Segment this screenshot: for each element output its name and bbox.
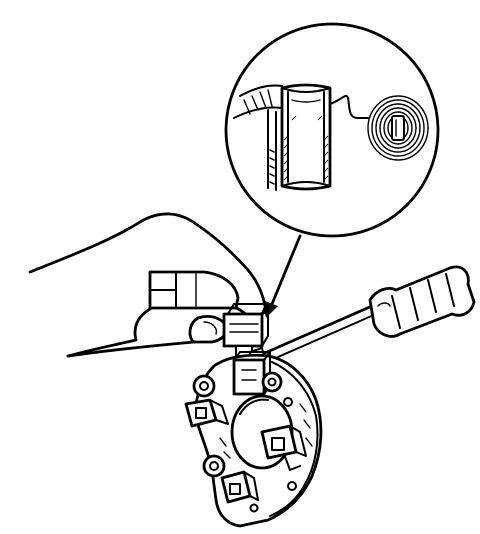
- rivet: [287, 481, 297, 491]
- right-brush-holder: [260, 424, 307, 471]
- screwdriver-handle: [368, 265, 476, 338]
- bottom-brush-holder: [220, 470, 259, 504]
- terminal-stud-right: [261, 371, 283, 393]
- brush-being-installed: [222, 303, 269, 363]
- inset-circle: [224, 22, 440, 238]
- screwdriver: [249, 265, 476, 367]
- hand-outline: [28, 212, 268, 358]
- brush-holder-plate: [184, 351, 323, 528]
- magnified-inset: [224, 22, 440, 238]
- inset-lead-wire: [233, 84, 283, 191]
- rivet: [249, 503, 259, 513]
- screwdriver-shaft: [256, 304, 374, 358]
- thumb: [188, 315, 228, 344]
- rivet: [283, 397, 293, 407]
- terminal-stud-bottom: [202, 454, 226, 478]
- hand: [28, 212, 268, 358]
- inset-brush: [280, 83, 332, 191]
- inset-coil-spring: [367, 95, 429, 161]
- inset-wear-hatching: [283, 115, 329, 181]
- terminal-stud-left: [192, 374, 216, 398]
- inset-pigtail: [329, 94, 369, 119]
- left-brush-holder: [184, 398, 229, 428]
- top-brush-holder: [232, 351, 271, 396]
